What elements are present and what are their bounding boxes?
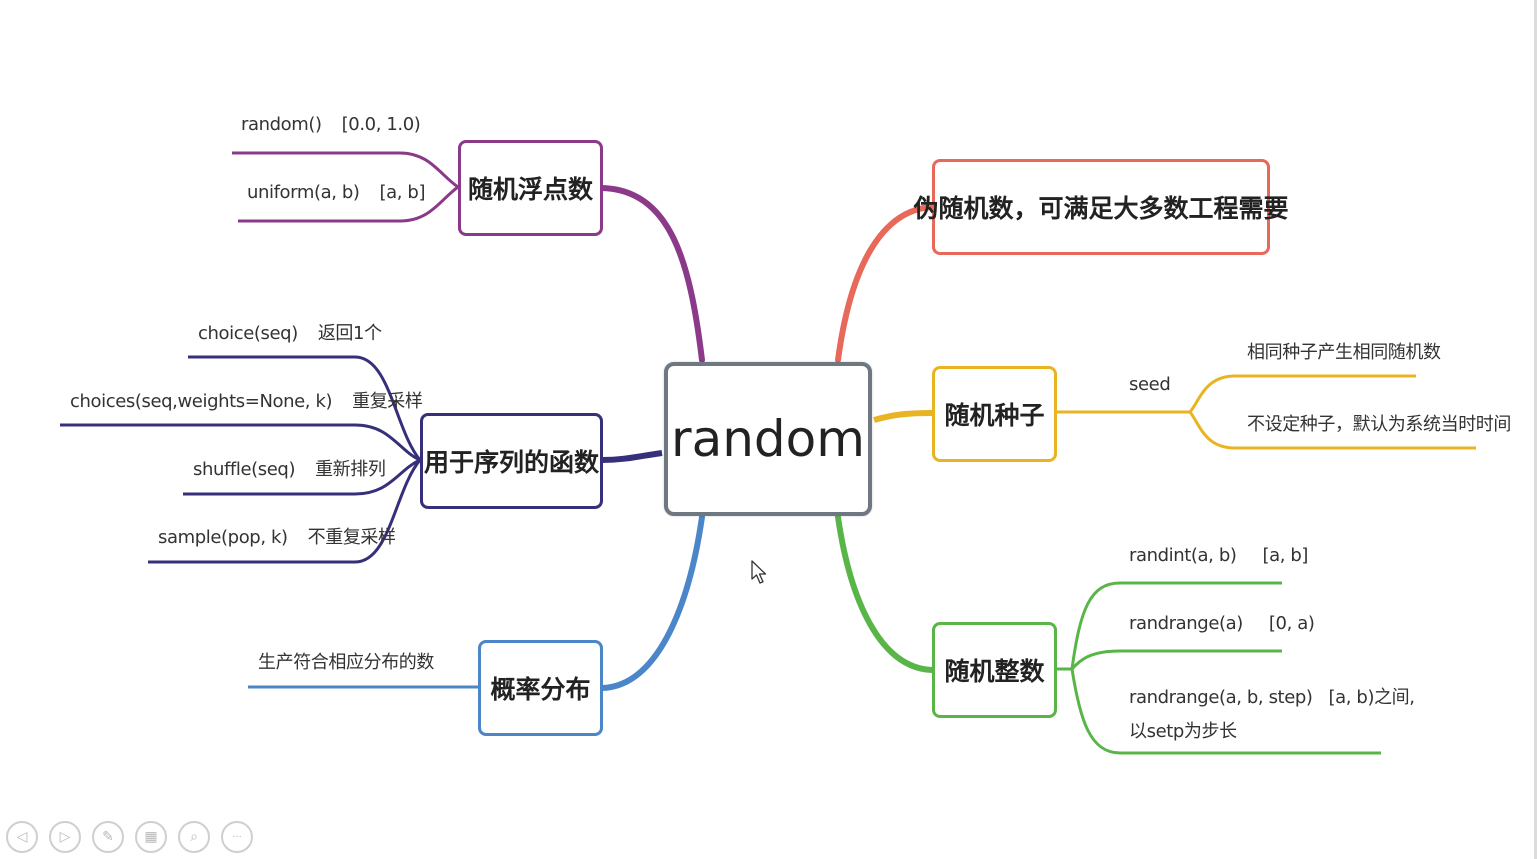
leaf-desc: 返回1个	[317, 323, 382, 344]
connector-int-leaf-3	[1070, 668, 1381, 755]
leaf-func: random()	[241, 114, 322, 135]
leaf-int-randrange-a[interactable]: randrange(a) [0, a)	[1129, 613, 1315, 634]
connector-seq-leaf-4	[148, 459, 422, 564]
leaf-int-randint[interactable]: randint(a, b) [a, b]	[1129, 545, 1308, 566]
leaf-desc: [0.0, 1.0)	[341, 114, 421, 135]
pen-icon[interactable]: ✎	[92, 821, 124, 853]
node-sequence[interactable]: 用于序列的函数	[420, 413, 603, 509]
leaf-seed-default[interactable]: 不设定种子，默认为系统当时时间	[1247, 414, 1511, 435]
node-seed[interactable]: 随机种子	[932, 366, 1057, 462]
more-icon[interactable]: ···	[221, 821, 253, 853]
leaf-seq-choices[interactable]: choices(seq,weights=None, k) 重复采样	[70, 387, 423, 413]
connector-seed-leaves	[1188, 374, 1476, 450]
leaf-desc: 重复采样	[352, 391, 423, 412]
prev-icon[interactable]: ◁	[6, 821, 38, 853]
leaf-seq-shuffle[interactable]: shuffle(seq) 重新排列	[193, 455, 386, 481]
leaf-desc: [a, b]	[1262, 545, 1309, 566]
connector-center-integer	[835, 514, 935, 673]
leaf-seed-same[interactable]: 相同种子产生相同随机数	[1247, 342, 1441, 363]
next-icon[interactable]: ▷	[49, 821, 81, 853]
leaf-float-uniform[interactable]: uniform(a, b) [a, b]	[247, 182, 425, 203]
leaf-seq-sample[interactable]: sample(pop, k) 不重复采样	[158, 523, 396, 549]
zoom-icon[interactable]: ⌕	[178, 821, 210, 853]
leaf-func: sample(pop, k)	[158, 527, 288, 548]
leaf-func: choices(seq,weights=None, k)	[70, 391, 333, 412]
connector-seq-leaf-1	[188, 355, 422, 461]
mouse-cursor-icon	[751, 560, 767, 584]
leaf-float-random[interactable]: random() [0.0, 1.0)	[241, 114, 421, 135]
leaf-desc: [a, b]	[379, 182, 426, 203]
leaf-desc: 不重复采样	[307, 527, 396, 548]
leaf-func: choice(seq)	[198, 323, 298, 344]
node-distribution[interactable]: 概率分布	[478, 640, 603, 736]
connector-seq-leaf-2	[60, 423, 421, 462]
leaf-int-randrange-step[interactable]: randrange(a, b, step) [a, b)之间, 以setp为步长	[1129, 681, 1415, 749]
leaf-desc: [0, a)	[1268, 613, 1315, 634]
connector-int-leaf-1	[1070, 581, 1282, 670]
node-pseudo[interactable]: 伪随机数，可满足大多数工程需要	[914, 159, 1289, 255]
leaf-line-1: randrange(a, b, step) [a, b)之间,	[1129, 681, 1415, 715]
center-node[interactable]: random	[664, 362, 872, 516]
slides-icon[interactable]: ▦	[135, 821, 167, 853]
leaf-desc: [a, b)之间,	[1328, 687, 1415, 708]
seed-subtopic[interactable]: seed	[1129, 374, 1171, 395]
leaf-desc: 重新排列	[315, 459, 386, 480]
connector-center-distribution	[599, 514, 705, 691]
leaf-func: uniform(a, b)	[247, 182, 360, 203]
leaf-func: randrange(a, b, step)	[1129, 687, 1313, 708]
connector-center-seed	[873, 410, 933, 423]
leaf-line-2: 以setp为步长	[1129, 721, 1237, 742]
leaf-func: shuffle(seq)	[193, 459, 296, 480]
connector-int-leaf-2	[1070, 649, 1282, 670]
connector-center-pseudo	[835, 204, 935, 363]
connector-seq-leaf-3	[183, 458, 421, 496]
leaf-func: randint(a, b)	[1129, 545, 1237, 566]
presentation-toolbar: ◁ ▷ ✎ ▦ ⌕ ···	[6, 821, 253, 853]
node-float[interactable]: 随机浮点数	[458, 140, 603, 236]
leaf-func: randrange(a)	[1129, 613, 1243, 634]
connector-center-float	[599, 185, 705, 363]
window-edge	[1534, 0, 1537, 859]
connector-center-sequence	[601, 450, 663, 463]
leaf-distribution[interactable]: 生产符合相应分布的数	[258, 652, 434, 673]
leaf-seq-choice[interactable]: choice(seq) 返回1个	[198, 319, 382, 345]
node-integer[interactable]: 随机整数	[932, 622, 1057, 718]
